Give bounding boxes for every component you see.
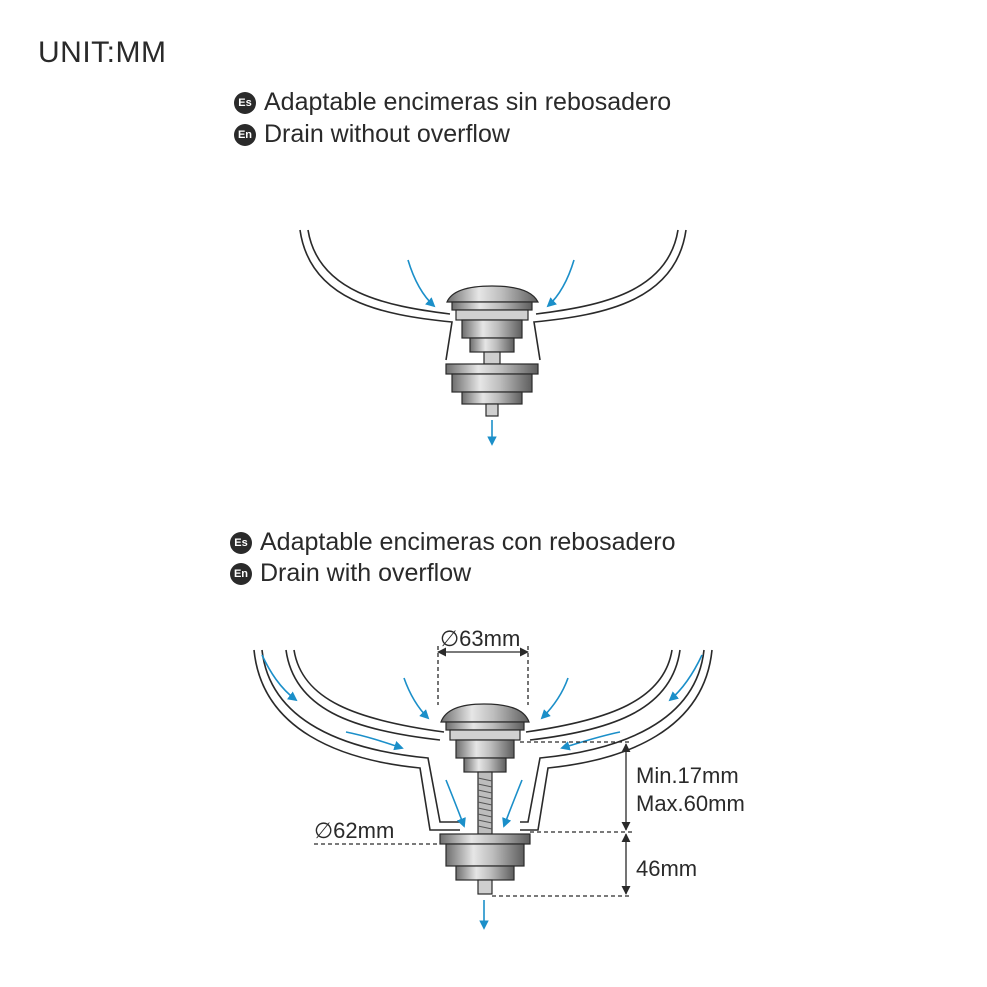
caption-text: Drain without overflow <box>264 120 510 148</box>
caption-en-without-overflow: En Drain without overflow <box>234 120 510 149</box>
basin-with-overflow <box>253 649 713 831</box>
flow-arrows-bottom <box>261 654 703 930</box>
caption-es-with-overflow: Es Adaptable encimeras con rebosadero <box>230 528 676 557</box>
unit-label: UNIT:MM <box>38 36 167 69</box>
caption-text: Drain with overflow <box>260 559 472 587</box>
spanish-badge-icon: Es <box>234 91 256 114</box>
pop-up-drain-top <box>445 285 539 417</box>
english-badge-icon: En <box>234 123 256 146</box>
caption-text: Adaptable encimeras sin rebosadero <box>264 88 672 116</box>
pop-up-drain-bottom <box>439 703 531 895</box>
caption-es-without-overflow: Es Adaptable encimeras sin rebosadero <box>234 88 671 117</box>
flow-arrows-top <box>407 259 575 446</box>
dimension-lines <box>314 646 632 897</box>
caption-en-with-overflow: En Drain with overflow <box>230 559 471 588</box>
body-diameter-label: ∅62mm <box>314 818 394 843</box>
english-badge-icon: En <box>230 562 252 585</box>
cap-diameter-label: ∅63mm <box>440 626 520 651</box>
min-thickness-label: Min.17mm <box>636 763 739 788</box>
max-thickness-label: Max.60mm <box>636 791 745 816</box>
spanish-badge-icon: Es <box>230 531 252 554</box>
lower-height-label: 46mm <box>636 856 697 881</box>
caption-text: Adaptable encimeras con rebosadero <box>260 528 676 556</box>
basin-without-overflow <box>299 229 687 361</box>
